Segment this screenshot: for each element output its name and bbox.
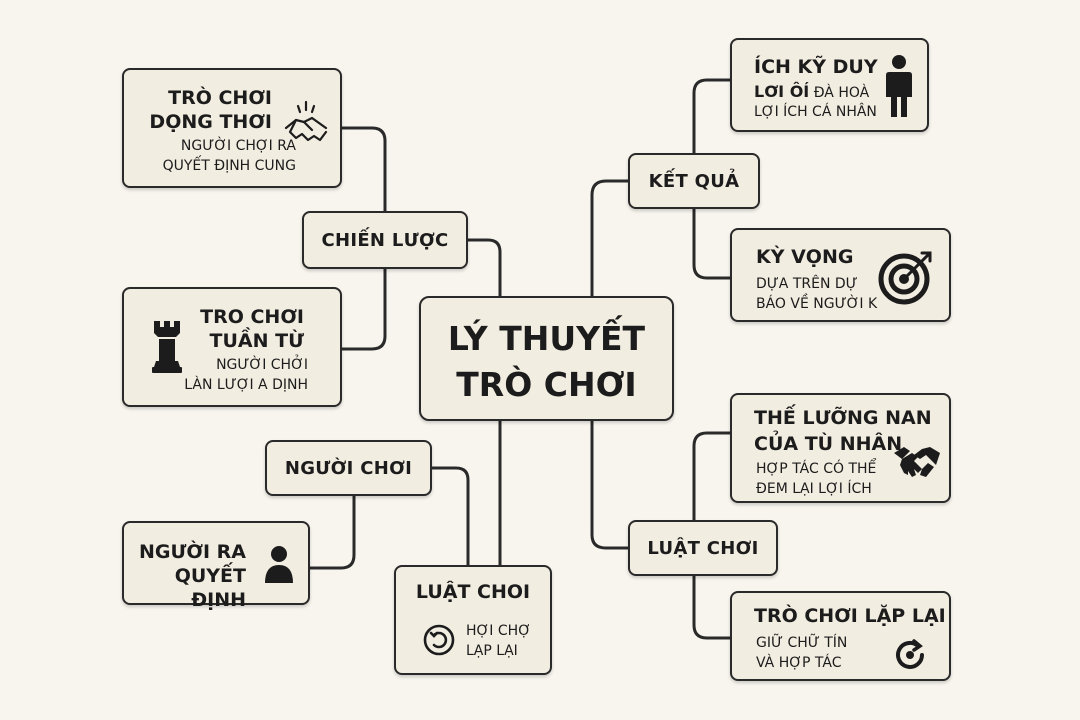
expectation-title: KỲ VỌNG [756,246,854,268]
simultaneous-game-desc: NGƯỜI CHỢI RA QUYẾT ĐỊNH CUNG [146,136,296,176]
prisoners-dilemma-desc: HỢP TÁC CÓ THỂ ĐEM LẠI LỢI ÍCH [756,459,876,499]
simultaneous-game-node: TRÒ CHƠI DỌNG THƠI NGƯỜI CHỢI RA QUYẾT Đ… [122,68,342,188]
rules-bottom-title: LUẬT CHOI [415,581,531,603]
nguoi-choi-node: NGƯỜI CHƠI [265,440,432,496]
simultaneous-desc-line1: NGƯỜI CHỢI RA [180,138,296,154]
selfish-desc: LỢI ÍCH CÁ NHÂN [754,104,877,120]
sequential-desc-line2: LÀN LƯỢI A DỊNH [184,377,308,393]
expectation-node: KỲ VỌNG DỰA TRÊN DỰ BÁO VỀ NGƯỜI K [730,228,951,322]
rules-bottom-desc-line1: HỢI CHỢ [466,623,531,639]
prisoners-dilemma-title-line1: THẾ LƯỠNG NAN [754,407,932,429]
rules-bottom-desc: HỢI CHỢ LẠP LẠI [466,621,531,661]
ket-qua-label: KẾT QUẢ [648,170,740,192]
target-icon [878,251,932,305]
handshake-icon [894,447,940,477]
rules-bottom-node: LUẬT CHOI HỢI CHỢ LẠP LẠI [394,565,552,675]
center-title-line1: LÝ THUYẾT [447,319,646,358]
selfish-title: ÍCH KỸ DUY [754,56,878,78]
rules-bottom-desc-line2: LẠP LẠI [466,643,518,659]
standing-person-icon [886,55,912,117]
decision-maker-node: NGƯỜI RA QUYẾT ĐỊNH [122,521,310,611]
simultaneous-game-title: TRÒ CHƠI DỌNG THƠI [149,86,272,134]
selfish-line2: LƠI ÔÍ ĐÀ HOÀ [754,82,869,101]
repeated-game-node: TRÒ CHƠI LẶP LẠI GIỮ CHỮ TÍN VÀ HỢP TÁC [730,591,951,681]
ket-qua-node: KẾT QUẢ [628,153,760,209]
selfish-line2-bold: LƠI ÔÍ [754,82,810,101]
decision-maker-title: NGƯỜI RA QUYẾT ĐỊNH [124,540,246,612]
sequential-game-title: TRO CHƠI TUẦN TỪ [200,305,304,353]
repeated-game-title: TRÒ CHƠI LẶP LẠI [754,605,946,627]
repeated-game-desc-line2: VÀ HỢP TÁC [756,655,842,671]
expectation-desc-line2: BÁO VỀ NGƯỜI K [756,296,878,312]
sequential-game-desc: NGƯỜI CHỞI LÀN LƯỢI A DỊNH [182,355,308,395]
simultaneous-title-line1: TRÒ CHƠI [168,87,272,109]
prisoners-dilemma-desc-line2: ĐEM LẠI LỢI ÍCH [756,481,872,497]
center-title: LÝ THUYẾT TRÒ CHƠI [421,316,672,408]
center-title-line2: TRÒ CHƠI [456,365,637,404]
person-icon [265,546,293,583]
repeat-icon [423,624,455,656]
sequential-desc-line1: NGƯỜI CHỞI [216,357,308,373]
expectation-desc: DỰA TRÊN DỰ BÁO VỀ NGƯỜI K [756,274,877,314]
chien-luoc-label: CHIẾN LƯỢC [321,229,449,251]
decision-maker-title-line1: NGƯỜI RA [139,541,246,563]
handshake-icon [284,100,328,142]
prisoners-dilemma-title-line2: CỦA TÙ NHÂN [754,433,903,455]
repeated-game-desc: GIỮ CHỮ TÍN VÀ HỢP TÁC [756,633,847,673]
chien-luoc-node: CHIẾN LƯỢC [302,211,468,269]
luat-choi-node: LUẬT CHƠI [628,520,778,576]
nguoi-choi-label: NGƯỜI CHƠI [284,457,413,479]
center-node: LÝ THUYẾT TRÒ CHƠI [419,296,674,421]
selfish-line2-rest: ĐÀ HOÀ [813,85,870,101]
sequential-title-line1: TRO CHƠI [200,306,304,328]
prisoners-dilemma-desc-line1: HỢP TÁC CÓ THỂ [756,461,877,477]
simultaneous-title-line2: DỌNG THƠI [149,111,272,133]
repeated-game-desc-line1: GIỮ CHỮ TÍN [756,635,848,651]
prisoners-dilemma-node: THẾ LƯỠNG NAN CỦA TÙ NHÂN HỢP TÁC CÓ THỂ… [730,393,951,503]
prisoners-dilemma-title: THẾ LƯỠNG NAN CỦA TÙ NHÂN [754,405,932,457]
sequential-title-line2: TUẦN TỪ [209,330,304,352]
repeat-icon [896,639,924,669]
luat-choi-label: LUẬT CHƠI [647,537,759,559]
sequential-game-node: TRO CHƠI TUẦN TỪ NGƯỜI CHỞI LÀN LƯỢI A D… [122,287,342,407]
chess-rook-icon [152,321,182,373]
expectation-desc-line1: DỰA TRÊN DỰ [756,276,858,292]
simultaneous-desc-line2: QUYẾT ĐỊNH CUNG [162,158,296,174]
selfish-node: ÍCH KỸ DUY LƠI ÔÍ ĐÀ HOÀ LỢI ÍCH CÁ NHÂN [730,38,929,132]
decision-maker-title-line2: QUYẾT ĐỊNH [174,565,246,611]
